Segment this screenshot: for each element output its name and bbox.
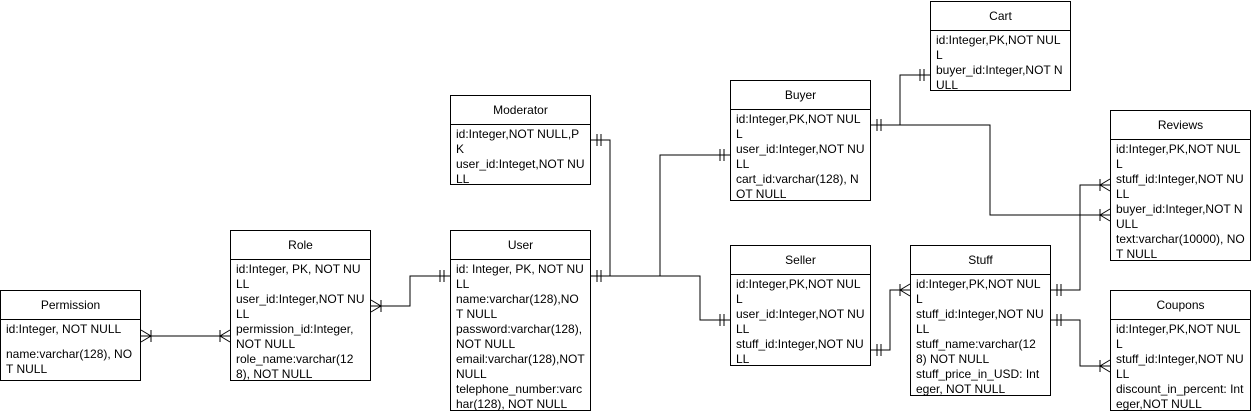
crows-foot-marker: [1099, 214, 1111, 222]
attribute: name:varchar(128), NOT NULL: [6, 347, 133, 376]
attribute: user_id:Integet,NOT NULL: [456, 157, 585, 185]
attribute: stuff_id:Integer,NOT NULL: [916, 307, 1044, 336]
entity-reviews[interactable]: Reviews id:Integer,PK,NOT NULL stuff_id:…: [1110, 110, 1251, 261]
entity-title: Permission: [1, 291, 140, 320]
entity-seller[interactable]: Seller id:Integer,PK,NOT NULL user_id:In…: [730, 245, 871, 366]
entity-title: Seller: [731, 246, 870, 275]
entity-title: User: [451, 231, 590, 260]
entity-title: Stuff: [911, 246, 1050, 275]
crows-foot-marker: [899, 283, 911, 291]
entity-title: Buyer: [731, 81, 870, 110]
entity-cart[interactable]: Cart id:Integer,PK,NOT NULL buyer_id:Int…: [930, 1, 1071, 91]
attribute: id:Integer,PK,NOT NULL: [736, 112, 861, 141]
entity-permission[interactable]: Permission id:Integer, NOT NULL name:var…: [0, 290, 141, 381]
crows-foot-marker: [140, 329, 152, 337]
attribute: cart_id:varchar(128), NOT NULL: [736, 172, 859, 201]
relationship-line-user-moderator: [591, 139, 611, 276]
attribute: text:varchar(10000), NOT NULL: [1116, 232, 1245, 261]
attribute: stuff_name:varchar(128) NOT NULL: [916, 337, 1036, 366]
attribute: password:varchar(128),NOT NULL: [456, 322, 583, 351]
attribute: buyer_id:Integer,NOT NULL: [1116, 202, 1243, 231]
attribute: buyer_id:Integer,NOT NULL: [936, 63, 1063, 91]
attribute: id:Integer,PK,NOT NULL: [936, 33, 1061, 62]
attribute: email:varchar(128),NOT NULL: [456, 352, 588, 381]
attribute: user_id:Integer,NOT NULL: [736, 142, 865, 171]
entity-user[interactable]: User id: Integer, PK, NOT NULL name:varc…: [450, 230, 591, 411]
relationship-line-stuff-coupons: [1051, 319, 1110, 367]
entity-coupons[interactable]: Coupons id:Integer,PK,NOT NULL stuff_id:…: [1110, 290, 1251, 411]
attribute: discount_in_percent: Integer,NOT NULL: [1116, 382, 1244, 411]
relationship-line-seller-stuff: [871, 289, 910, 351]
entity-role[interactable]: Role id:Integer, PK, NOT NULL user_id:In…: [230, 230, 371, 381]
entity-title: Role: [231, 231, 370, 260]
attribute: role_name:varchar(128), NOT NULL: [236, 352, 354, 381]
attribute: stuff_id:Integer,NOT NULL: [1116, 172, 1244, 201]
crows-foot-marker: [140, 335, 152, 343]
entity-title: Reviews: [1111, 111, 1250, 140]
relationship-line-stuff-reviews: [1051, 184, 1110, 291]
crows-foot-marker: [1099, 184, 1111, 192]
entity-title: Cart: [931, 2, 1070, 31]
attribute: name:varchar(128),NOT NULL: [456, 292, 579, 321]
attribute: id:Integer,PK,NOT NULL: [1116, 142, 1241, 171]
attribute: stuff_id:Integer,NOT NULL: [736, 337, 864, 366]
entity-title: Coupons: [1111, 291, 1250, 320]
crows-foot-marker: [219, 329, 231, 337]
attribute: stuff_price_in_USD: Integer, NOT NULL: [916, 367, 1040, 396]
crows-foot-marker: [1099, 365, 1111, 373]
attribute: id:Integer,PK,NOT NULL: [916, 277, 1041, 306]
crows-foot-marker: [1099, 208, 1111, 216]
attribute: stuff_id:Integer,NOT NULL: [1116, 352, 1244, 381]
entity-stuff[interactable]: Stuff id:Integer,PK,NOT NULL stuff_id:In…: [910, 245, 1051, 396]
entity-buyer[interactable]: Buyer id:Integer,PK,NOT NULL user_id:Int…: [730, 80, 871, 201]
crows-foot-marker: [1099, 359, 1111, 367]
attribute: telephone_number:varchar(128), NOT NULL: [456, 382, 583, 411]
attribute: id:Integer,PK,NOT NULL: [1116, 322, 1241, 351]
relationship-line-buyer-cart: [871, 74, 930, 126]
crows-foot-marker: [370, 299, 382, 307]
attribute: id:Integer,PK,NOT NULL: [736, 277, 861, 306]
attribute: id: Integer, PK, NOT NULL: [456, 262, 584, 291]
entity-title: Moderator: [451, 96, 590, 125]
attribute: id:Integer, NOT NULL: [6, 322, 122, 336]
crows-foot-marker: [370, 305, 382, 313]
crows-foot-marker: [219, 335, 231, 343]
entity-moderator[interactable]: Moderator id:Integer,NOT NULL,PK user_id…: [450, 95, 591, 185]
attribute: user_id:Integer,NOT NULL: [736, 307, 865, 336]
attribute: permission_id:Integer, NOT NULL: [236, 322, 357, 351]
attribute: id:Integer, PK, NOT NULL: [236, 262, 361, 291]
relationship-line-buyer-reviews: [900, 124, 1110, 216]
crows-foot-marker: [1099, 178, 1111, 186]
relationship-line-role-user: [371, 275, 450, 307]
relationship-line-user-seller: [660, 275, 730, 321]
crows-foot-marker: [899, 289, 911, 297]
attribute: id:Integer,NOT NULL,PK: [456, 127, 580, 156]
attribute: user_id:Integer,NOT NULL: [236, 292, 365, 321]
relationship-line-user-buyer: [659, 154, 730, 276]
